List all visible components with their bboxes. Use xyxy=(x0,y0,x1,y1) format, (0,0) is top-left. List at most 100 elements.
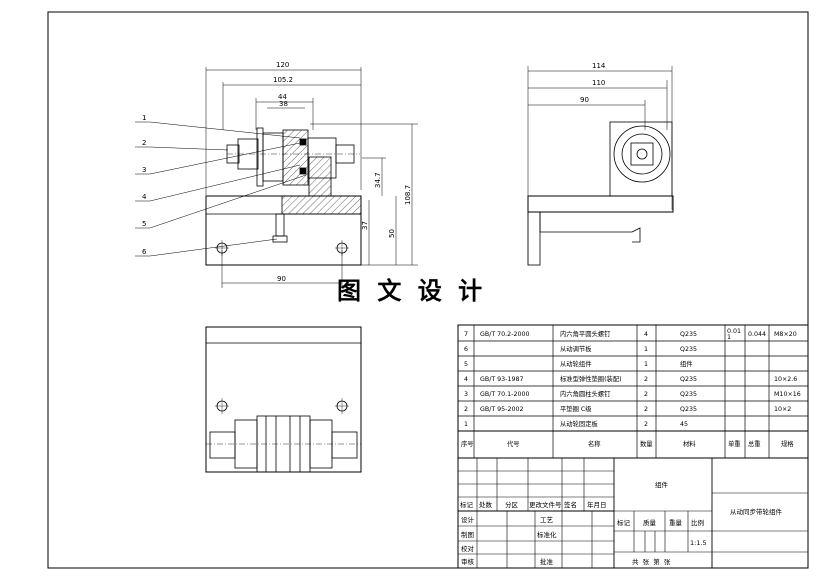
front-view xyxy=(135,67,418,288)
bom-cell-no: 4 xyxy=(464,376,468,383)
dim-90-front: 90 xyxy=(277,275,286,283)
leader-5: 5 xyxy=(142,220,146,228)
rev-header-zone: 分区 xyxy=(505,500,519,509)
bom-header-row: 序号 代号 名称 数量 材料 单重 总重 规格 xyxy=(461,439,794,448)
sign-review: 审核 xyxy=(461,557,475,566)
dim-105-2: 105.2 xyxy=(273,76,293,84)
bom-cell-material: Q235 xyxy=(680,346,697,353)
leader-2: 2 xyxy=(142,139,146,147)
side-dim-90: 90 xyxy=(580,96,589,104)
bom-cell-name: 标准型弹性垫圈(装配) xyxy=(560,374,622,383)
title-block xyxy=(457,457,809,569)
top-view xyxy=(205,326,362,473)
bom-cell-code: GB/T 70.2-2000 xyxy=(480,331,530,338)
leader-3: 3 xyxy=(142,166,146,174)
dim-108-7: 108.7 xyxy=(404,185,412,205)
bom-cell-name: 从动调节板 xyxy=(560,344,592,353)
bom-cell-name: 内六角平圆头螺钉 xyxy=(560,329,611,338)
bom-header-no: 序号 xyxy=(461,439,474,448)
bom-cell-total-weight: 0.044 xyxy=(748,331,766,338)
bom-cell-qty: 4 xyxy=(644,331,648,338)
bom-cell-qty: 2 xyxy=(644,421,648,428)
bom-cell-material: 组件 xyxy=(680,359,693,368)
bom-row: 5 从动轮组件 1 组件 xyxy=(464,359,693,368)
dim-44: 44 xyxy=(278,93,287,101)
rev-header-mark: 标记 xyxy=(460,500,474,509)
bom-cell-code: GB/T 70.1-2000 xyxy=(480,391,530,398)
bom-cell-name: 从动轮组件 xyxy=(560,359,591,368)
leader-1: 1 xyxy=(142,114,146,122)
bom-cell-qty: 2 xyxy=(644,376,648,383)
bom-cell-qty: 1 xyxy=(644,346,648,353)
leader-4: 4 xyxy=(142,193,147,201)
bom-header-code: 代号 xyxy=(507,439,520,448)
stage-mark: 标记 xyxy=(617,518,631,527)
stage-scale: 比例 xyxy=(691,518,704,527)
sign-check: 校对 xyxy=(461,544,475,553)
bom-cell-name: 从动轮固定板 xyxy=(560,419,598,428)
bom-cell-no: 7 xyxy=(464,331,468,338)
group-name: 组件 xyxy=(655,480,669,489)
bom-cell-no: 5 xyxy=(464,361,468,368)
rev-header-doc: 更改文件号 xyxy=(529,500,562,509)
side-dim-114: 114 xyxy=(592,62,606,70)
bom-cell-no: 3 xyxy=(464,391,468,398)
bom-cell-material: 45 xyxy=(680,421,688,428)
bom-cell-qty: 2 xyxy=(644,391,648,398)
bom-row: 2 GB/T 95-2002 平垫圈 C级 2 Q235 10×2 xyxy=(464,404,791,413)
bom-cell-spec: 10×2 xyxy=(774,406,791,413)
bom-row: 4 GB/T 93-1987 标准型弹性垫圈(装配) 2 Q235 10×2.6 xyxy=(464,374,797,383)
dim-120: 120 xyxy=(276,61,289,69)
bom-row: 1 从动轮固定板 2 45 xyxy=(464,419,688,428)
watermark-text: 图 文 设 计 xyxy=(337,276,486,305)
title-block-text: 组件 从动同步带轮组件 标记 处数 分区 更改文件号 签名 年月日 设计 制图 … xyxy=(460,480,783,566)
bom-cell-material: Q235 xyxy=(680,376,697,383)
bom-cell-spec: M8×20 xyxy=(774,331,797,338)
bom-cell-qty: 2 xyxy=(644,406,648,413)
rev-header-date: 年月日 xyxy=(587,500,607,509)
bom-cell-material: Q235 xyxy=(680,406,697,413)
bom-cell-code: GB/T 95-2002 xyxy=(480,406,523,413)
process-label: 工艺 xyxy=(540,516,554,524)
bom-row: 6 从动调节板 1 Q235 xyxy=(464,344,697,353)
bom-cell-no: 2 xyxy=(464,406,468,413)
scale-value: 1:1.5 xyxy=(690,539,707,547)
bom-header-unit-weight: 单重 xyxy=(728,439,741,448)
bom-cell-name: 内六角圆柱头螺钉 xyxy=(560,389,611,398)
bom-cell-spec: M10×16 xyxy=(774,391,801,398)
stage-weight: 重量 xyxy=(669,519,683,527)
bom-cell-code: GB/T 93-1987 xyxy=(480,376,523,383)
bom-cell-material: Q235 xyxy=(680,331,697,338)
side-dim-110: 110 xyxy=(592,79,605,87)
bom-header-spec: 规格 xyxy=(781,439,794,448)
dim-37: 37 xyxy=(361,221,369,230)
bom-header-total-weight: 总重 xyxy=(748,439,761,448)
dim-50: 50 xyxy=(388,229,396,238)
bom-header-material: 材料 xyxy=(683,439,696,448)
bom-row: 3 GB/T 70.1-2000 内六角圆柱头螺钉 2 Q235 M10×16 xyxy=(464,389,801,398)
bom-cell-name: 平垫圈 C级 xyxy=(560,404,592,413)
bom-cell-material: Q235 xyxy=(680,391,697,398)
approve-label: 批准 xyxy=(540,557,554,566)
drawing-title: 从动同步带轮组件 xyxy=(730,507,783,516)
dim-38: 38 xyxy=(279,100,288,108)
rev-header-sign: 签名 xyxy=(564,500,577,509)
sheet-count: 共 张 第 张 xyxy=(632,557,671,566)
bom-cell-no: 6 xyxy=(464,346,468,353)
sign-design: 设计 xyxy=(461,515,475,524)
bom-header-qty: 数量 xyxy=(640,439,653,448)
bom-cell-no: 1 xyxy=(464,421,468,428)
rev-header-count: 处数 xyxy=(479,500,493,509)
standard-label: 标准化 xyxy=(537,530,557,539)
bom-cell-qty: 1 xyxy=(644,361,648,368)
sign-draw: 制图 xyxy=(461,530,474,539)
dim-34-7: 34.7 xyxy=(374,172,382,188)
bom-cell-spec: 10×2.6 xyxy=(774,376,797,383)
bom-header-name: 名称 xyxy=(588,439,601,448)
stage-quality: 质量 xyxy=(643,518,657,527)
sheet-border xyxy=(47,11,809,569)
